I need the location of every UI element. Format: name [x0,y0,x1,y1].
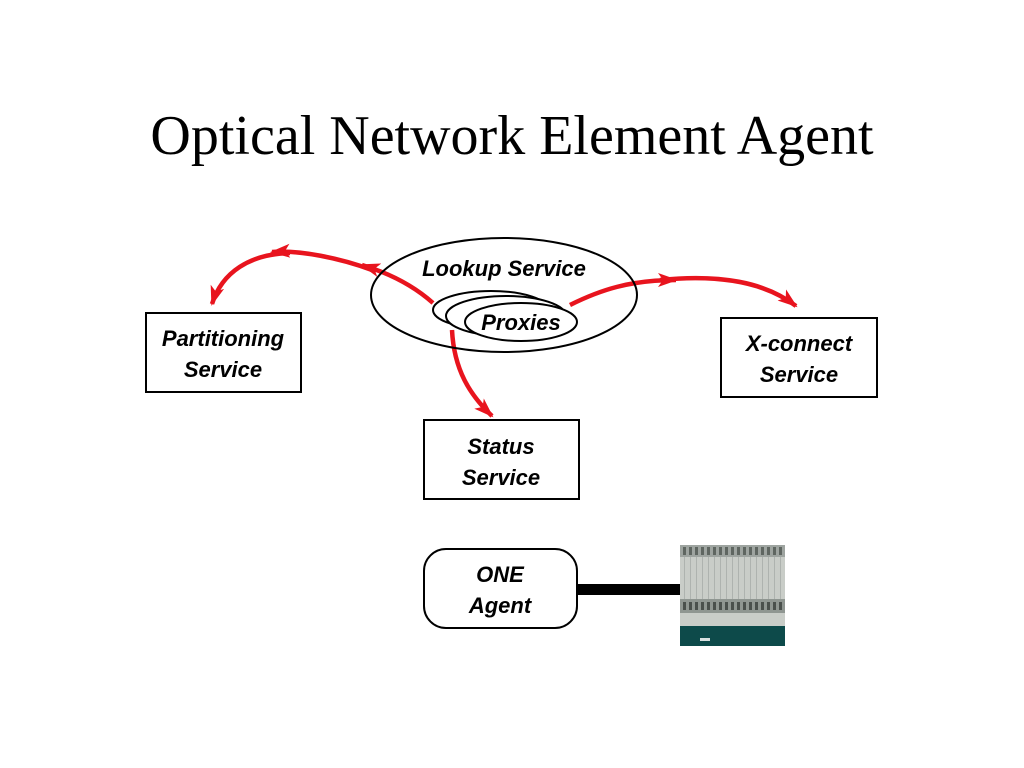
xconnect-service-node: X-connect Service [720,317,878,398]
device-slot-divider [750,557,751,599]
lookup-service-ellipse [370,237,638,353]
device-slot-divider [708,557,709,599]
device-slot-bottom [761,602,764,610]
device-slot-top [707,547,710,555]
device-slot-top [683,547,686,555]
proxies-label: Proxies [481,310,561,335]
optical-network-element-device-icon [680,545,785,646]
device-slot-top [767,547,770,555]
device-slot-bottom [743,602,746,610]
device-slot-divider [696,557,697,599]
partitioning-service-box [145,312,302,393]
device-slot-bottom [773,602,776,610]
device-slot-bottom [731,602,734,610]
device-slot-top [743,547,746,555]
xconnect-service-box [720,317,878,398]
device-slot-top [761,547,764,555]
one-agent-node: ONE Agent [423,548,578,629]
device-slot-divider [714,557,715,599]
device-slot-bottom [707,602,710,610]
device-slot-top [779,547,782,555]
device-slot-bottom [683,602,686,610]
device-slot-bottom [719,602,722,610]
device-slot-divider [726,557,727,599]
device-slot-bottom [755,602,758,610]
device-slot-top [713,547,716,555]
device-slot-bottom [767,602,770,610]
device-slot-top [773,547,776,555]
proxy-ellipse-front [464,302,578,342]
one-agent-label-line2: Agent [468,593,533,618]
device-slot-top [695,547,698,555]
device-slot-bottom [749,602,752,610]
arrow-to-xconnect-service [659,275,798,308]
status-service-box [423,419,580,500]
device-slot-bottom [737,602,740,610]
arrow-to-xconnect-upper [568,273,678,308]
device-slot-bottom [701,602,704,610]
status-service-label-line1: Status [467,434,534,459]
device-slot-divider [684,557,685,599]
device-slot-divider [762,557,763,599]
xconnect-service-label-line2: Service [760,362,838,387]
one-agent-label-line1: ONE [476,562,525,587]
device-slot-top [689,547,692,555]
arrow-to-status-service [449,329,494,418]
status-service-node: Status Service [423,419,580,500]
agent-device-connector [577,584,681,595]
xconnect-service-label-line1: X-connect [744,331,854,356]
lookup-service-node: Lookup Service [370,237,638,353]
device-slot-bottom [695,602,698,610]
device-slot-bottom [689,602,692,610]
device-slot-top [719,547,722,555]
device-slot-top [731,547,734,555]
partitioning-service-label-line1: Partitioning [162,326,285,351]
device-slot-top [701,547,704,555]
partitioning-service-node: Partitioning Service [145,312,302,393]
device-slot-divider [768,557,769,599]
device-slot-divider [738,557,739,599]
device-slot-divider [744,557,745,599]
device-card-slots [683,547,782,610]
device-slot-top [737,547,740,555]
slide-title: Optical Network Element Agent [150,105,874,167]
device-slot-top [749,547,752,555]
partitioning-service-label-line2: Service [184,357,262,382]
device-slot-bottom [779,602,782,610]
device-slot-bottom [713,602,716,610]
device-slot-divider [756,557,757,599]
device-slot-divider [702,557,703,599]
device-slot-divider [720,557,721,599]
arrow-to-partitioning-service [209,250,291,306]
arrows [209,243,798,418]
device-slot-divider [690,557,691,599]
device-slot-divider [774,557,775,599]
lookup-service-label: Lookup Service [422,256,586,281]
proxies-node: Proxies [432,290,578,342]
device-slot-top [755,547,758,555]
status-service-label-line2: Service [462,465,540,490]
device-slot-bottom [725,602,728,610]
device-slot-top [725,547,728,555]
device-slot-divider [780,557,781,599]
device-slot-divider [732,557,733,599]
